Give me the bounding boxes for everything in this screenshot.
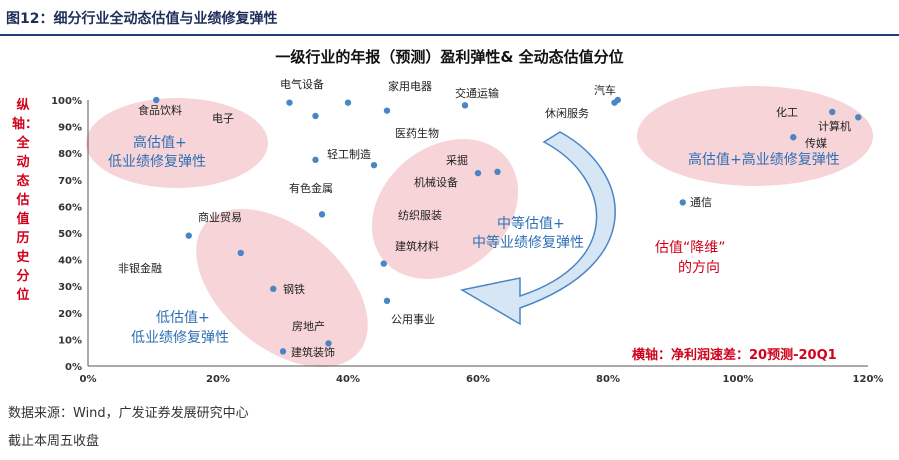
zone-annotations: 高估值+ 低业绩修复弹性 中等估值+ 中等业绩修复弹性 低估值+ 低业绩修复弹性… (108, 134, 840, 346)
zone-top-right-ellipse (637, 86, 873, 186)
scatter-point (383, 297, 391, 305)
scatter-point (461, 102, 469, 109)
x-tick-labels: 0% 20% 40% 60% 80% 100% 120% (80, 374, 884, 385)
x-tick-label: 20% (206, 374, 230, 385)
label-feiyin: 非银金融 (118, 261, 162, 275)
x-tick-label: 80% (596, 374, 620, 385)
scatter-point (380, 260, 387, 267)
scatter-point (270, 285, 277, 293)
chart-title: 一级行业的年报（预测）盈利弹性& 全动态估值分位 (275, 48, 624, 66)
label-caijue: 采掘 (446, 153, 468, 167)
zone-mid-line1: 中等估值+ (497, 215, 565, 232)
scatter-point (790, 134, 797, 141)
label-dianqi: 电气设备 (280, 77, 324, 91)
zone-bottom-left-line1: 低估值+ (156, 310, 210, 326)
title-rule (0, 34, 899, 36)
y-tick-label: 20% (58, 309, 82, 320)
figure-title: 图12：细分行业全动态估值与业绩修复弹性 (6, 11, 278, 27)
y-tick-labels: 0% 10% 20% 30% 40% 50% 60% 70% 80% 90% 100% (51, 96, 82, 373)
scatter-point (185, 232, 192, 239)
y-tick-label: 90% (58, 123, 82, 134)
downgrade-line1: 估值“降维” (655, 240, 726, 256)
label-yiyao: 医药生物 (395, 126, 439, 140)
source-note: 数据来源：Wind，广发证券发展研究中心 (8, 406, 249, 421)
label-chuanmei: 传媒 (805, 137, 827, 150)
label-jisuanji: 计算机 (818, 119, 851, 133)
scatter-point (344, 99, 352, 106)
y-tick-label: 60% (58, 202, 82, 213)
y-tick-label: 100% (51, 96, 82, 107)
data-points (153, 96, 862, 355)
y-tick-label: 80% (58, 149, 82, 160)
point-labels: 电气设备 家用电器 交通运输 汽车 食品饮料 化工 计算机 传媒 轻工制造 采掘… (118, 77, 851, 359)
scatter-point (370, 161, 378, 169)
downgrade-line2: 的方向 (678, 260, 720, 276)
x-axis-title: 横轴：净利润速差：20预测-20Q1 (632, 347, 837, 363)
label-jianzhucailiao: 建筑材料 (395, 239, 439, 253)
scatter-point (855, 114, 862, 121)
y-tick-label: 0% (65, 362, 82, 373)
scatter-point (286, 99, 293, 106)
label-xiuxian: 休闲服务 (545, 106, 589, 120)
downgrade-arrow (459, 131, 616, 326)
zone-top-right-label: 高估值+高业绩修复弹性 (688, 151, 840, 168)
label-qiche: 汽车 (594, 83, 616, 97)
scatter-point (494, 168, 501, 176)
zone-top-left-line1: 高估值+ (133, 134, 187, 151)
scatter-point (279, 348, 287, 355)
scatter-point (474, 169, 482, 177)
label-jixie: 机械设备 (414, 175, 458, 189)
cutoff-note: 截止本周五收盘 (8, 434, 100, 449)
label-jianzhuzhuangshi: 建筑装饰 (291, 345, 335, 359)
label-jiadian: 家用电器 (388, 79, 432, 93)
downgrade-annotation: 估值“降维” 的方向 (655, 240, 726, 276)
scatter-point (679, 199, 686, 206)
y-tick-label: 70% (58, 176, 82, 187)
label-shangye: 商业贸易 (198, 210, 242, 224)
zone-mid-line2: 中等业绩修复弹性 (472, 234, 584, 251)
x-tick-label: 0% (80, 374, 97, 385)
label-gangtie: 钢铁 (283, 283, 305, 296)
y-tick-label: 50% (58, 229, 82, 240)
label-dianzi: 电子 (212, 112, 234, 125)
zone-bottom-left-line2: 低业绩修复弹性 (131, 329, 229, 346)
label-huagong: 化工 (776, 105, 798, 119)
scatter-point (237, 249, 244, 257)
x-tick-label: 100% (723, 374, 754, 385)
y-tick-label: 10% (58, 335, 82, 346)
label-fangzhi: 纺织服装 (398, 208, 442, 222)
label-tongxin: 通信 (690, 196, 712, 209)
scatter-point (153, 96, 160, 104)
label-gongyong: 公用事业 (391, 313, 435, 326)
x-tick-label: 40% (336, 374, 360, 385)
zone-top-left-ellipse (86, 98, 268, 188)
label-fangdichan: 房地产 (292, 319, 325, 333)
label-qinggong: 轻工制造 (327, 147, 371, 161)
scatter-point (325, 340, 332, 347)
scatter-point (318, 211, 326, 218)
zone-bottom-left-ellipse (196, 208, 368, 368)
y-tick-label: 30% (58, 282, 82, 293)
label-jiaotong: 交通运输 (455, 86, 499, 100)
x-tick-label: 60% (466, 374, 490, 385)
y-tick-label: 40% (58, 256, 82, 267)
y-axis-title: 纵轴：全动态估值历史分位 (12, 98, 39, 303)
x-tick-label: 120% (853, 374, 884, 385)
scatter-point (383, 107, 391, 114)
scatter-point (312, 156, 319, 164)
scatter-point (829, 108, 836, 116)
zone-top-left-line2: 低业绩修复弹性 (108, 153, 206, 170)
scatter-point (312, 112, 319, 120)
scatter-point (614, 96, 621, 104)
label-yousejinshu: 有色金属 (289, 181, 333, 195)
zone-mid-ellipse (371, 138, 519, 280)
label-shipin: 食品饮料 (138, 103, 182, 117)
